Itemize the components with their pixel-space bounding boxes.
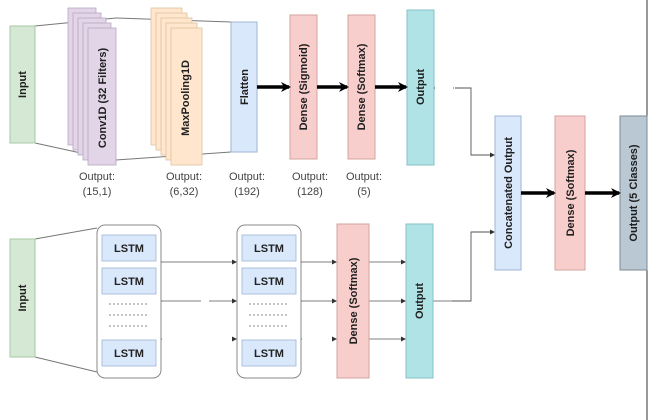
dense-sigmoid-label: Dense (Sigmoid) [298, 43, 310, 130]
dense-sigmoid-block: Dense (Sigmoid) [289, 14, 318, 160]
concat-label: Concatenated Output [503, 137, 515, 249]
maxpool-label: MaxPooling1D [180, 60, 192, 136]
lstm-cell [241, 267, 297, 295]
shape-value-conv: (15,1) [83, 186, 112, 198]
flatten-label: Flatten [239, 69, 251, 105]
maxpool-stack [150, 7, 203, 166]
shape-label-dense1: Output: [292, 171, 328, 183]
conv1d-label: Conv1D (32 Filters) [97, 48, 109, 149]
maxpool-feature-map-layer [170, 27, 203, 166]
shape-label-flatten: Output: [229, 171, 265, 183]
shape-label-dense2: Output: [346, 171, 382, 183]
conv1d-stack [67, 7, 117, 166]
output-block-bottom: Output [405, 223, 434, 379]
lstm-cell [101, 234, 157, 262]
lstm-cell-label: LSTM [254, 348, 284, 360]
dense-softmax-label-bottom: Dense (Softmax) [348, 257, 360, 344]
dense-softmax-label-top: Dense (Softmax) [356, 43, 368, 130]
dense-softmax-block-top: Dense (Softmax) [347, 14, 376, 160]
final-output-label: Output (5 Classes) [628, 144, 640, 242]
lstm-cell-label: LSTM [114, 348, 144, 360]
input-block-top: Input [9, 25, 36, 144]
shape-value-pool: (6,32) [170, 186, 199, 198]
conv1d-feature-map-layer [87, 27, 117, 166]
final-output-block: Output (5 Classes) [619, 115, 648, 271]
input-label-bottom: Input [17, 284, 29, 311]
shape-value-dense1: (128) [297, 186, 323, 198]
projection-lines-bottom [34, 227, 98, 373]
lstm-cell [101, 339, 157, 367]
shape-label-pool: Output: [166, 171, 202, 183]
concatenated-output-block: Concatenated Output [494, 115, 522, 271]
output-label-bottom: Output [414, 283, 426, 319]
lstm-cell-label: LSTM [254, 276, 284, 288]
shape-value-flatten: (192) [234, 186, 260, 198]
lstm-cell [241, 339, 297, 367]
lstm-cell-label: LSTM [114, 243, 144, 255]
lstm-cell-label: LSTM [254, 243, 284, 255]
lstm-cell-label: LSTM [114, 276, 144, 288]
dense-softmax-block-merge: Dense (Softmax) [554, 115, 586, 271]
input-block-bottom: Input [9, 238, 36, 358]
flatten-block: Flatten [230, 21, 258, 153]
dense-softmax-block-bottom: Dense (Softmax) [336, 223, 370, 379]
input-label-top: Input [17, 71, 29, 98]
output-block-top: Output [406, 9, 435, 166]
lstm-layer: LSTM LSTM LSTM [96, 224, 162, 379]
output-label-top: Output [415, 69, 427, 105]
shape-labels: Output: (15,1) Output: (6,32) Output: (1… [79, 171, 382, 198]
connector-top-to-concat [455, 87, 495, 158]
shape-value-dense2: (5) [357, 186, 370, 198]
lstm-layer: LSTM LSTM LSTM [236, 224, 302, 379]
dense-softmax-label-merge: Dense (Softmax) [565, 149, 577, 236]
lstm-connections [161, 87, 455, 342]
lstm-cell [241, 234, 297, 262]
connector-bottom-to-concat [452, 229, 495, 302]
lstm-cell [101, 267, 157, 295]
shape-label-conv: Output: [79, 171, 115, 183]
